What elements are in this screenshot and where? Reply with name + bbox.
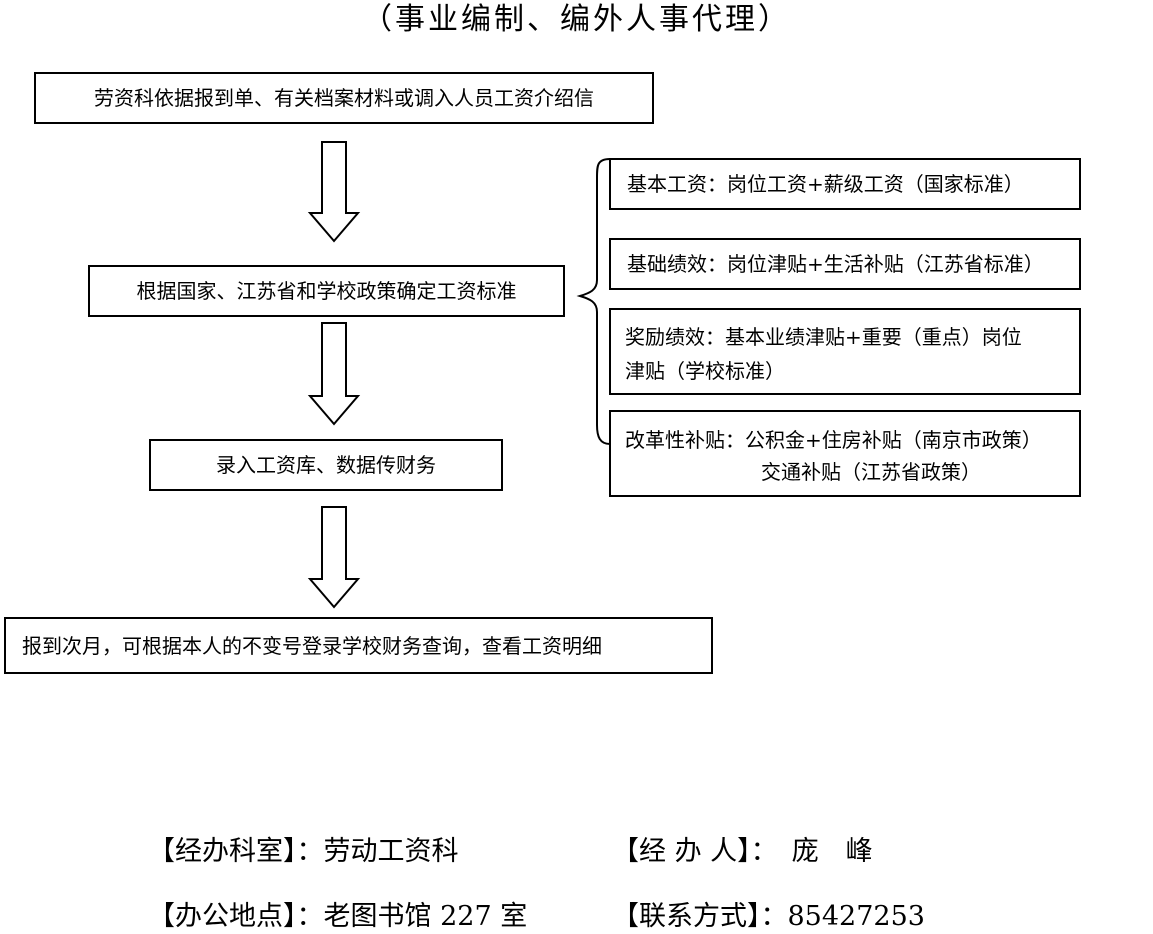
reward-line-1: 奖励绩效：基本业绩津贴+重要（重点）岗位 — [625, 325, 1022, 349]
reform-line-1: 改革性补贴：公积金+住房补贴（南京市政策） — [625, 428, 1042, 452]
component-reform-subsidy: 改革性补贴：公积金+住房补贴（南京市政策） 交通补贴（江苏省政策） — [609, 410, 1081, 497]
reform-line-2: 交通补贴（江苏省政策） — [761, 460, 981, 484]
down-arrow-2 — [307, 322, 361, 426]
flow-step-1: 劳资科依据报到单、有关档案材料或调入人员工资介绍信 — [34, 72, 654, 124]
flow-step-2: 根据国家、江苏省和学校政策确定工资标准 — [88, 265, 565, 317]
reward-line-2: 津贴（学校标准） — [625, 359, 785, 383]
contact-value: 85427253 — [787, 901, 925, 932]
component-reward-performance: 奖励绩效：基本业绩津贴+重要（重点）岗位 津贴（学校标准） — [609, 308, 1081, 395]
down-arrow-1 — [307, 141, 361, 243]
down-arrow-3 — [307, 506, 361, 609]
handler-value: 庞 峰 — [791, 836, 873, 867]
component-base-performance: 基础绩效：岗位津贴+生活补贴（江苏省标准） — [609, 238, 1081, 290]
flow-step-4: 报到次月，可根据本人的不变号登录学校财务查询，查看工资明细 — [4, 617, 713, 674]
flow-step-3: 录入工资库、数据传财务 — [149, 439, 503, 491]
office-value: 劳动工资科 — [323, 836, 459, 867]
contact-label: 【联系方式】： — [612, 901, 788, 932]
curly-brace — [576, 158, 611, 445]
page-title: （事业编制、编外人事代理） — [362, 2, 791, 37]
component-basic-salary: 基本工资：岗位工资+薪级工资（国家标准） — [609, 158, 1081, 210]
handler-label: 【经 办 人】： — [612, 836, 778, 867]
location-value: 老图书馆 227 室 — [323, 901, 528, 932]
office-label: 【经办科室】： — [148, 836, 324, 867]
location-label: 【办公地点】： — [148, 901, 324, 932]
